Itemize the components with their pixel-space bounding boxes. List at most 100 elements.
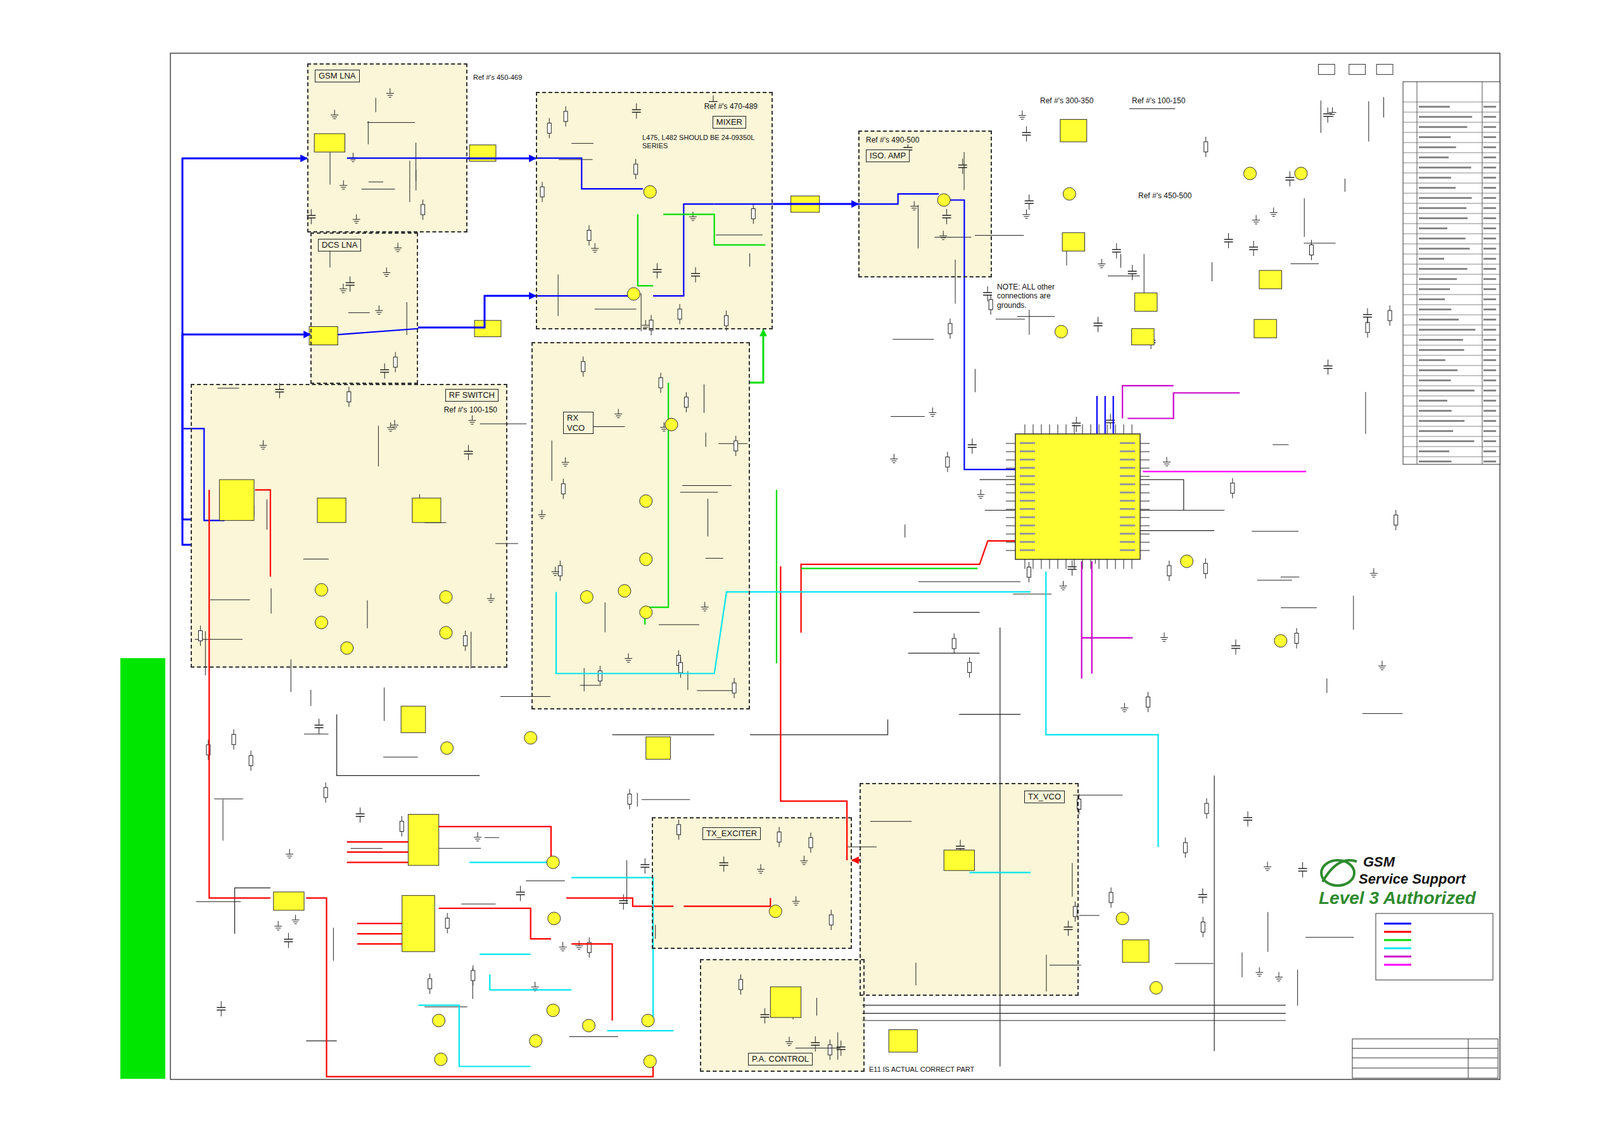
wire [1017,316,1055,317]
wire [641,799,690,800]
wire [682,485,732,486]
resistor-symbol [563,111,568,122]
table-rule [1403,385,1500,387]
transistor-symbol [665,418,678,431]
transistor-symbol [643,1054,657,1068]
ic-pin [1140,501,1150,502]
ground-symbol [641,319,650,329]
ground-symbol [792,896,800,906]
ground-symbol [785,1036,794,1046]
capacitor-symbol [967,438,977,454]
signal-trace [1045,571,1158,847]
capacitor-symbol [355,807,365,823]
ground-symbol [551,566,560,576]
wire [1202,931,1204,937]
capacitor-symbol [983,286,992,302]
circuit-block: TX_VCO [859,782,1079,996]
wire [1231,493,1233,499]
table-entry-mark [1483,105,1497,108]
wire [367,122,415,123]
wire [584,668,585,692]
table-entry-mark [1418,186,1456,189]
resistor-symbol [323,787,328,798]
resistor-symbol [421,204,426,215]
resistor-symbol [587,229,591,241]
wire [447,912,448,918]
ic-pin [1074,559,1075,569]
table-rule [1403,223,1500,225]
table-entry-mark [1483,430,1497,432]
wire [429,988,431,994]
ic-pin [1005,517,1016,519]
ground-symbol [393,242,402,252]
ic-chip [770,986,801,1018]
table-entry-mark [1483,227,1497,230]
ic-pin [1005,476,1016,477]
ic-pin [1140,443,1150,445]
signal-trace [1091,561,1093,674]
ic-pin [1005,443,1016,445]
wire [658,624,700,626]
ground-symbol [1160,632,1169,642]
table-rule [1403,253,1500,255]
signal-trace [255,489,271,577]
wire [383,756,419,758]
signal-trace [1142,470,1307,472]
signal-trace [566,898,674,907]
table-rule [1403,395,1500,397]
ground-symbol [1328,107,1337,116]
table-entry-mark [1418,399,1448,402]
wire [1311,240,1312,246]
table-rule [1403,355,1500,356]
ic-pin-marking [1119,450,1136,453]
wire [950,318,951,324]
table-rule [1416,81,1418,465]
wire [594,308,637,310]
ic-pin-marking [1119,475,1136,477]
wire [368,181,384,183]
block-fill [307,63,468,233]
resistor-symbol [1109,892,1113,903]
title-block-rule [1468,1038,1469,1079]
wire [266,499,268,530]
wire [890,416,925,417]
ic-pin-marking [1019,516,1035,519]
wire [707,498,709,537]
signal-trace [535,158,643,189]
table-entry-mark [1483,338,1497,341]
ic-chip [314,133,345,153]
logo-swoosh [1322,860,1357,882]
capacitor-symbol [1093,316,1103,332]
table-entry-mark [1418,217,1468,220]
wire [958,713,1021,715]
wire [200,625,201,631]
table-rule [1403,284,1500,286]
capacitor-symbol [1198,888,1208,904]
wire [953,633,955,639]
table-rule [1482,81,1483,465]
wire [205,630,206,676]
wire [779,826,780,832]
signal-trace [637,214,654,286]
wire [1389,305,1391,311]
ic-pin [1082,559,1084,569]
ic-pin [1049,559,1051,569]
wire [1078,808,1080,814]
transistor-symbol [340,641,354,655]
capacitor-symbol [1298,862,1308,878]
ic-chip [407,814,439,866]
ground-symbol [538,509,547,519]
transistor-symbol [1062,187,1076,201]
ic-chip [400,706,426,733]
signal-trace [1104,395,1106,434]
block-fill [651,817,852,949]
ground-symbol [330,109,339,119]
wire [1074,916,1076,922]
resistor-symbol [684,397,688,408]
wire [484,837,500,839]
wire [1383,96,1385,118]
table-rule [1403,335,1500,336]
capacitor-symbol [1067,560,1077,576]
table-entry-mark [1483,298,1497,301]
wire [1365,392,1366,434]
